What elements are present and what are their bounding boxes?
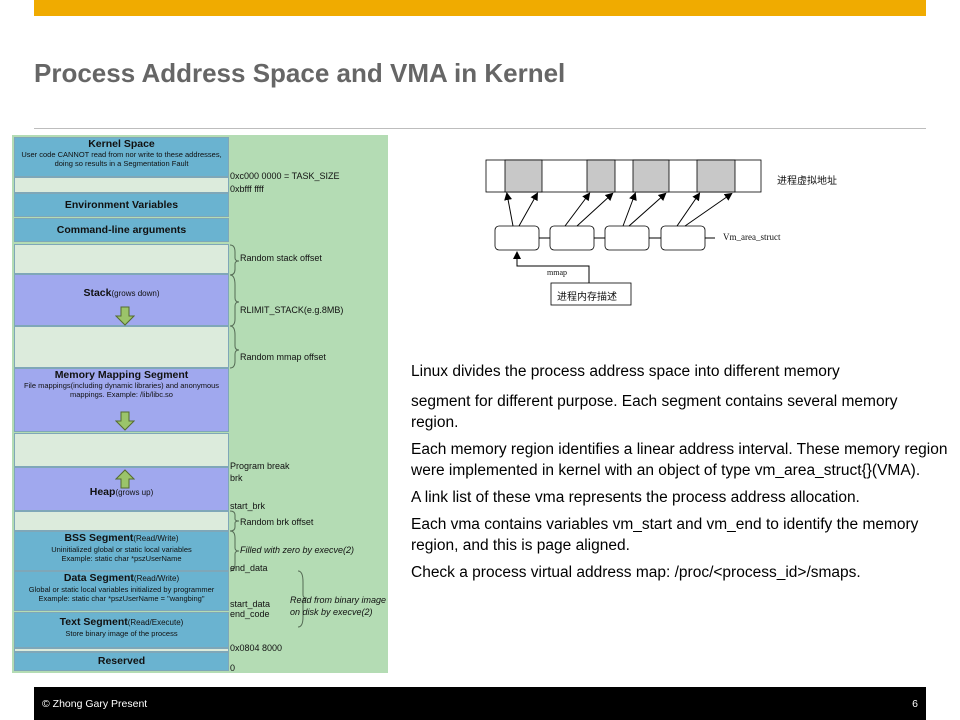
data-segment: Data Segment(Read/Write) Global or stati… bbox=[14, 571, 229, 611]
description-p2: Each memory region identifies a linear a… bbox=[411, 441, 948, 479]
top-accent-bar bbox=[34, 0, 926, 16]
kernel-space-title: Kernel Space bbox=[88, 138, 155, 150]
mmap-title: Memory Mapping Segment bbox=[54, 369, 189, 381]
random-stack-label: Random stack offset bbox=[240, 253, 322, 263]
text-title: Text Segment(Read/Execute) bbox=[59, 616, 184, 628]
reserved-segment: Reserved bbox=[14, 652, 229, 671]
read-binary-label-1: Read from binary image bbox=[290, 595, 387, 605]
random-brk-gap bbox=[14, 511, 229, 531]
kernel-space-desc-2: doing so results in a Segmentation Fault bbox=[54, 159, 189, 168]
heap-title: Heap(grows up) bbox=[89, 486, 154, 498]
process-mem-desc-label: 进程内存描述 bbox=[557, 292, 617, 303]
bss-desc-1: Uninitialized global or static local var… bbox=[51, 545, 192, 554]
cmdline-title: Command-line arguments bbox=[56, 224, 187, 236]
mmap-desc-1: File mappings(including dynamic librarie… bbox=[23, 381, 220, 390]
description-text: Linux divides the process address space … bbox=[411, 361, 960, 589]
data-title: Data Segment(Read/Write) bbox=[63, 572, 180, 584]
brk-label: brk bbox=[230, 473, 243, 483]
mmap-label: mmap bbox=[547, 268, 567, 277]
description-p1-line2: segment for different purpose. Each segm… bbox=[411, 393, 898, 431]
title-divider bbox=[34, 128, 926, 129]
footer-bar: © Zhong Gary Present 6 bbox=[34, 687, 926, 720]
page-number: 6 bbox=[912, 698, 918, 710]
bss-segment: BSS Segment(Read/Write) Uninitialized gl… bbox=[14, 531, 229, 571]
env-vars-title: Environment Variables bbox=[64, 199, 179, 211]
addr-0804-label: 0x0804 8000 bbox=[230, 643, 283, 653]
description-p3: A link list of these vma represents the … bbox=[411, 489, 860, 506]
bss-title: BSS Segment(Read/Write) bbox=[64, 532, 179, 544]
description-p1-line1: Linux divides the process address space … bbox=[411, 363, 840, 380]
mmap-grows-down-arrow-icon bbox=[115, 411, 135, 431]
start-data-label: start_data bbox=[230, 599, 271, 609]
task-size-label: 0xc000 0000 = TASK_SIZE bbox=[230, 171, 340, 181]
description-p4: Each vma contains variables vm_start and… bbox=[411, 516, 919, 554]
random-brk-label: Random brk offset bbox=[240, 517, 314, 527]
bfff-label: 0xbfff ffff bbox=[230, 184, 264, 194]
text-gap bbox=[14, 648, 229, 652]
bss-desc-2: Example: static char *pszUserName bbox=[61, 554, 182, 563]
rlimit-label: RLIMIT_STACK(e.g.8MB) bbox=[240, 305, 344, 315]
kernel-gap bbox=[14, 177, 229, 193]
env-vars-segment: Environment Variables bbox=[14, 193, 229, 217]
stack-grows-down-arrow-icon bbox=[115, 306, 135, 326]
vma-diagram-graphics bbox=[485, 159, 762, 306]
memory-layout-figure: Kernel Space User code CANNOT read from … bbox=[12, 135, 388, 673]
stack-title: Stack(grows down) bbox=[83, 287, 160, 299]
mmap-free-gap bbox=[14, 433, 229, 467]
filled-zero-label: Filled with zero by execve(2) bbox=[240, 545, 355, 555]
data-desc-1: Global or static local variables initial… bbox=[28, 585, 215, 594]
layout-braces bbox=[229, 244, 308, 628]
read-binary-label-2: on disk by execve(2) bbox=[290, 607, 373, 617]
random-stack-gap bbox=[14, 244, 229, 274]
kernel-space-desc-1: User code CANNOT read from nor write to … bbox=[21, 150, 222, 159]
heap-grows-up-arrow-icon bbox=[115, 469, 135, 489]
program-break-label: Program break bbox=[230, 461, 290, 471]
vma-diagram: 进程虚拟地址 Vm_area_struct mmap 进程内存描述 bbox=[485, 156, 905, 316]
zero-address-label: 0 bbox=[230, 663, 236, 673]
description-p5: Check a process virtual address map: /pr… bbox=[411, 564, 861, 581]
data-desc-2: Example: static char *pszUserName = "wan… bbox=[38, 594, 205, 603]
footer-copyright: © Zhong Gary Present bbox=[42, 698, 148, 710]
virtual-address-label: 进程虚拟地址 bbox=[777, 176, 837, 187]
reserved-title: Reserved bbox=[97, 655, 146, 667]
cmdline-segment: Command-line arguments bbox=[14, 218, 229, 242]
start-brk-label: start_brk bbox=[230, 501, 266, 511]
end-code-label: end_code bbox=[230, 609, 270, 619]
heap-segment: Heap(grows up) bbox=[14, 467, 229, 511]
random-mmap-label: Random mmap offset bbox=[240, 352, 326, 362]
text-segment: Text Segment(Read/Execute) Store binary … bbox=[14, 612, 229, 648]
text-desc-1: Store binary image of the process bbox=[65, 629, 178, 638]
end-data-label: end_data bbox=[230, 563, 268, 573]
mmap-desc-2: mappings. Example: /lib/libc.so bbox=[70, 390, 173, 399]
kernel-space-segment: Kernel Space User code CANNOT read from … bbox=[14, 137, 229, 177]
stack-free-gap bbox=[14, 326, 229, 368]
vm-area-struct-label: Vm_area_struct bbox=[723, 232, 781, 242]
mmap-segment: Memory Mapping Segment File mappings(inc… bbox=[14, 368, 229, 432]
slide-title: Process Address Space and VMA in Kernel bbox=[34, 58, 566, 88]
